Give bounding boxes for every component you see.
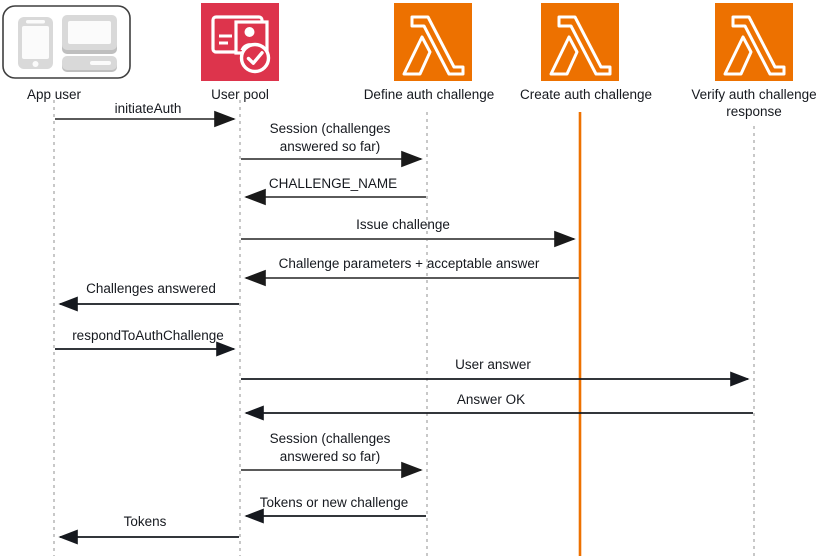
message-label-line1: Session (challenges (270, 431, 391, 446)
actor-label-app-user: App user (27, 87, 82, 102)
message-label: Issue challenge (356, 217, 450, 232)
lifelines (53, 100, 755, 556)
message-label: Answer OK (457, 392, 525, 407)
message-label: CHALLENGE_NAME (269, 176, 397, 191)
message-label: User answer (455, 357, 531, 372)
actor-label-verify-auth-challenge-response: Verify auth challenge response (691, 87, 816, 119)
message-label-line2: answered so far) (280, 449, 381, 464)
message-session-challenges-1: Session (challenges answered so far) (241, 121, 423, 168)
message-label: Tokens or new challenge (260, 495, 409, 510)
message-answer-ok: Answer OK (244, 392, 753, 421)
actor-icon-create-auth-challenge (541, 3, 619, 81)
message-session-challenges-2: Session (challenges answered so far) (241, 431, 423, 479)
actor-label-create-auth-challenge: Create auth challenge (520, 87, 652, 102)
actor-icon-define-auth-challenge (394, 3, 472, 81)
message-tokens: Tokens (58, 514, 239, 545)
message-challenges-answered: Challenges answered (58, 281, 239, 312)
actor-icon-verify-auth-challenge-response (715, 3, 793, 81)
message-tokens-or-new-challenge: Tokens or new challenge (244, 495, 426, 524)
message-label-line1: Session (challenges (270, 121, 391, 136)
actor-icon-app-user (2, 5, 131, 79)
message-label: Challenge parameters + acceptable answer (279, 256, 540, 271)
message-label: respondToAuthChallenge (72, 328, 224, 343)
actor-label-verify-line1: Verify auth challenge (691, 87, 816, 102)
message-issue-challenge: Issue challenge (241, 217, 576, 248)
message-label: Challenges answered (86, 281, 216, 296)
actor-label-verify-line2: response (726, 104, 782, 119)
message-user-answer: User answer (241, 357, 750, 387)
actor-label-user-pool: User pool (211, 87, 269, 102)
message-initiate-auth: initiateAuth (55, 101, 236, 128)
message-label: Tokens (124, 514, 167, 529)
message-challenge-name: CHALLENGE_NAME (244, 176, 426, 206)
actor-label-define-auth-challenge: Define auth challenge (364, 87, 495, 102)
message-label: initiateAuth (115, 101, 182, 116)
message-challenge-parameters: Challenge parameters + acceptable answer (244, 256, 579, 287)
actor-icon-user-pool (201, 3, 279, 81)
message-label-line2: answered so far) (280, 139, 381, 154)
message-respond-to-auth-challenge: respondToAuthChallenge (55, 328, 236, 357)
